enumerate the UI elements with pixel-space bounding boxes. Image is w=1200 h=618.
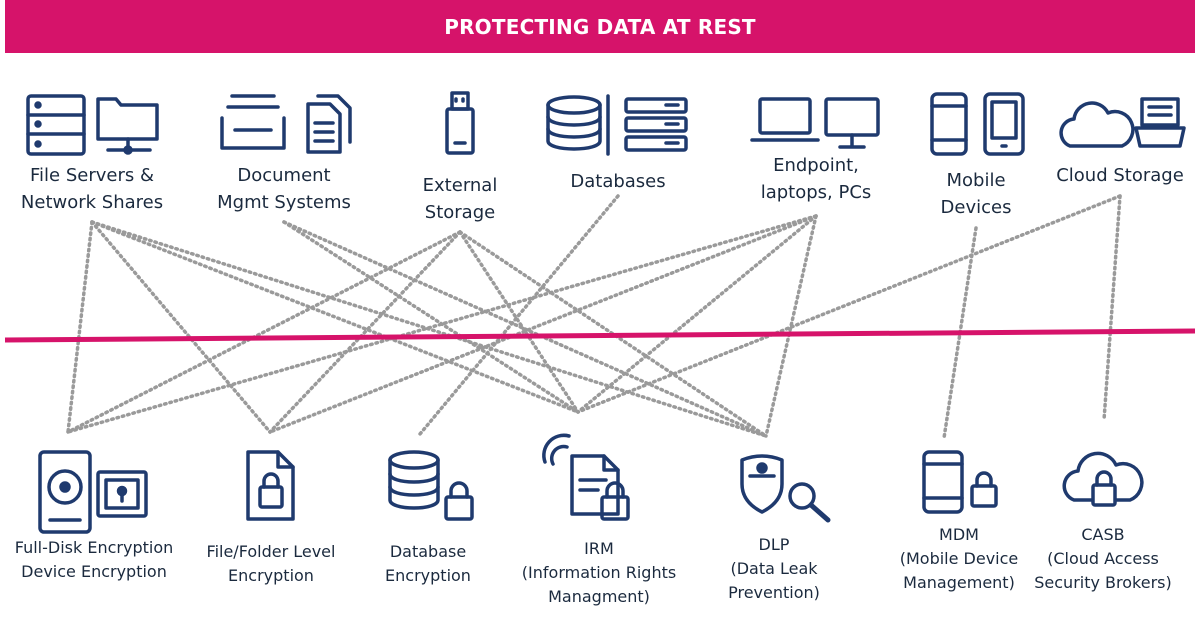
locked-phone-icon: [922, 450, 998, 514]
source-label-file-servers: File Servers & Network Shares: [20, 165, 164, 213]
laptop-icon: [750, 97, 820, 142]
source-label-document-mgmt: Document Mgmt Systems: [217, 165, 351, 213]
connection-databases-to-database-encryption: [418, 194, 620, 436]
documents-icon: [306, 94, 352, 154]
locked-cloud-icon: [1062, 451, 1144, 507]
connection-endpoint-to-file-folder: [268, 214, 818, 434]
database-icon: [546, 94, 610, 156]
source-label-cloud-storage: Cloud Storage: [1056, 165, 1184, 186]
boundary-line: [4, 328, 1196, 343]
connection-file-servers-to-file-folder: [90, 220, 272, 434]
control-label-casb: CASB (Cloud Access Security Brokers): [1034, 525, 1172, 592]
source-label-databases: Databases: [570, 171, 666, 192]
rights-managed-document-icon: [542, 433, 630, 521]
connection-cloud-storage-to-casb: [1102, 194, 1122, 422]
control-label-file-folder: File/Folder Level Encryption: [206, 542, 336, 585]
connection-lines: [66, 194, 1122, 440]
phone-icon: [930, 92, 968, 156]
diagram-title: PROTECTING DATA AT REST: [444, 14, 756, 39]
locked-file-icon: [246, 450, 295, 521]
usb-drive-icon: [445, 91, 475, 155]
control-label-full-disk: Full-Disk Encryption Device Encryption: [14, 538, 174, 581]
connection-cloud-storage-to-irm: [576, 194, 1122, 414]
server-stack-icon: [624, 97, 688, 152]
tablet-icon: [983, 92, 1025, 156]
cloud-server-icon: [1134, 97, 1186, 148]
connection-external-storage-to-file-folder: [268, 230, 462, 434]
cloud-icon: [1059, 101, 1135, 148]
source-label-mobile: Mobile Devices: [940, 170, 1012, 218]
server-rack-icon: [26, 94, 86, 156]
shield-magnifier-icon: [740, 454, 831, 523]
connection-file-servers-to-full-disk: [66, 220, 94, 434]
connection-file-servers-to-irm: [90, 220, 580, 414]
hard-disk-icon: [38, 450, 92, 534]
source-label-endpoint: Endpoint, laptops, PCs: [760, 155, 872, 203]
connection-document-mgmt-to-irm: [282, 220, 580, 414]
network-folder-icon: [96, 97, 159, 155]
locked-safe-icon: [96, 470, 148, 518]
monitor-icon: [824, 97, 880, 149]
control-label-database-encryption: Database Encryption: [385, 542, 471, 585]
connection-endpoint-to-irm: [576, 214, 818, 414]
source-label-external-storage: External Storage: [422, 175, 498, 223]
title-banner: PROTECTING DATA AT REST: [5, 0, 1195, 53]
control-label-irm: IRM (Information Rights Managment): [521, 539, 677, 606]
locked-database-icon: [388, 450, 474, 521]
connection-external-storage-to-irm: [458, 230, 580, 414]
control-label-mdm: MDM (Mobile Device Management): [899, 525, 1019, 592]
control-label-dlp: DLP (Data Leak Prevention): [728, 535, 820, 602]
connection-external-storage-to-full-disk: [66, 230, 462, 434]
printer-tray-icon: [220, 94, 286, 150]
connection-endpoint-to-full-disk: [66, 214, 818, 434]
